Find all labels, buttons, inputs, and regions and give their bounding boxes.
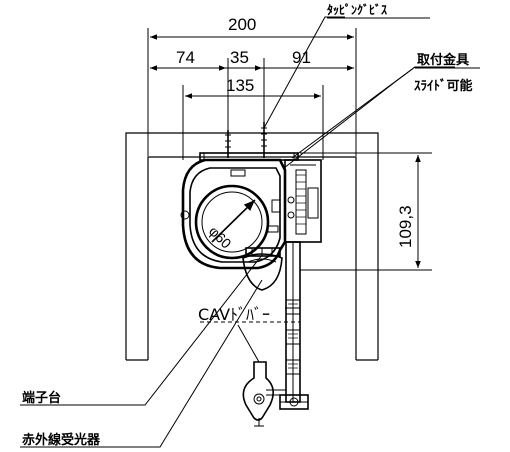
roll-drum: φ60 — [194, 184, 270, 260]
dimension-200-text: 200 — [228, 15, 256, 34]
dimension-overall-width: 200 — [147, 15, 357, 156]
mounting-bracket — [284, 159, 322, 243]
dimension-35-text: 35 — [230, 48, 249, 67]
dimension-135-text: 135 — [226, 76, 254, 95]
terminal-block-label: 端子台 — [22, 390, 61, 406]
dimension-74-text: 74 — [176, 48, 195, 67]
tapping-screw-label: ﾀｯﾋﾟﾝｸﾞﾋﾞｽ — [327, 2, 387, 17]
dimension-91-text: 91 — [292, 48, 311, 67]
diameter-60-text: φ60 — [206, 223, 235, 252]
cav-cable: CAVﾄﾞﾊﾞｰ — [198, 305, 300, 324]
dimension-height: 109,3 — [300, 152, 432, 271]
dimension-inner-span: 135 — [182, 76, 324, 160]
bracket-label-line2: ｽﾗｲﾄﾞ可能 — [414, 78, 473, 94]
dimension-109-3-text: 109,3 — [396, 205, 415, 248]
ir-receiver-body — [242, 247, 283, 291]
leader-lines — [20, 16, 455, 448]
ceiling-outline — [125, 132, 379, 361]
bracket-label-line1: 取付金具 — [417, 52, 469, 68]
annotation-labels: ﾀｯﾋﾟﾝｸﾞﾋﾞｽ 取付金具 ｽﾗｲﾄﾞ可能 端子台 赤外線受光器 — [22, 2, 480, 448]
cav-cable-label: CAVﾄﾞﾊﾞｰ — [198, 305, 270, 324]
vertical-rail — [279, 241, 309, 410]
terminal-pendant — [242, 361, 286, 427]
ir-receiver-label: 赤外線受光器 — [22, 432, 101, 448]
